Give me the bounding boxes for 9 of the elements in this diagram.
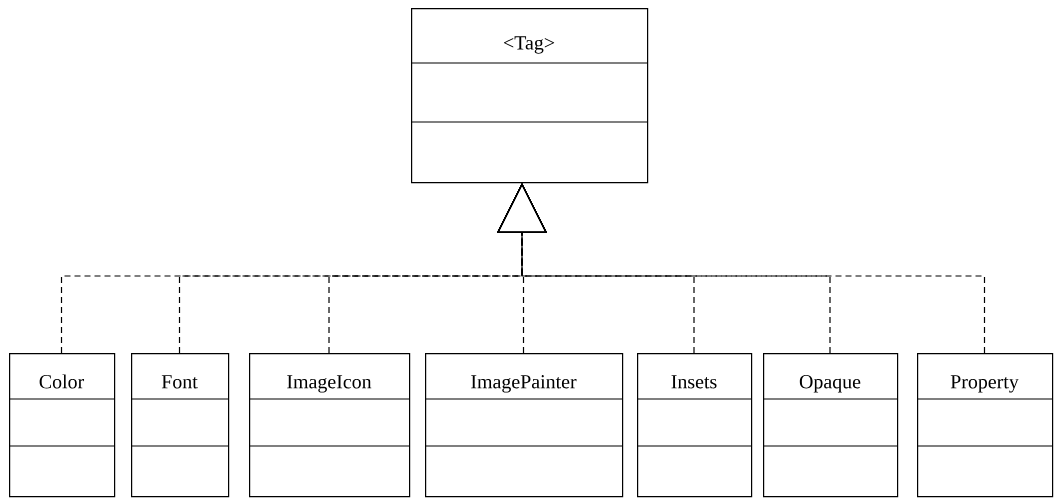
class-box: Font (130, 353, 230, 498)
class-box: Property (916, 353, 1054, 498)
class-box: Opaque (762, 353, 899, 498)
class-box: Color (8, 353, 116, 498)
class-box: ImageIcon (248, 353, 411, 498)
realization-arrow (496, 183, 986, 354)
class-box: <Tag> (410, 8, 649, 184)
class-box: ImagePainter (424, 353, 624, 498)
class-box: Insets (636, 353, 753, 498)
